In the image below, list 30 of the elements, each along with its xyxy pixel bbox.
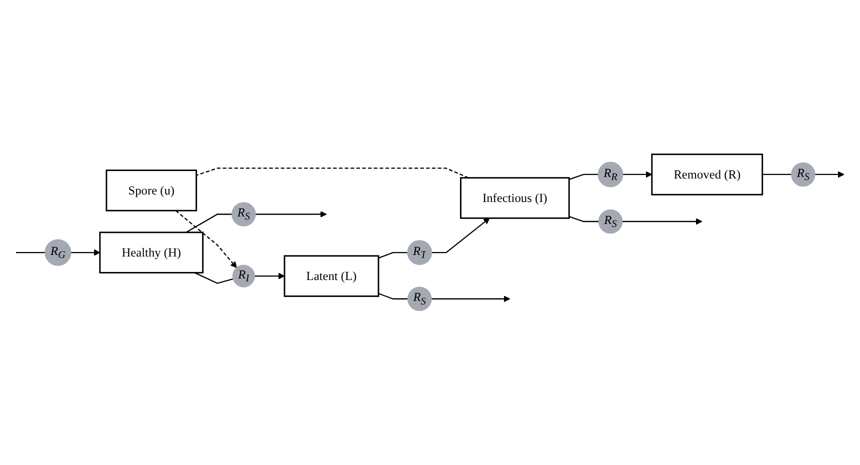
rate-circle: R$_{S}$	[232, 202, 256, 226]
arrow	[255, 211, 327, 218]
rate-circle: R$_{G}$	[44, 239, 72, 266]
arrow	[622, 171, 652, 178]
connector-line	[568, 216, 599, 222]
arrow	[254, 272, 285, 280]
arrow	[432, 218, 490, 254]
connector-line	[378, 292, 408, 300]
rate-circle: R$_{R}$	[598, 162, 624, 188]
connector-line	[762, 174, 792, 176]
rate-circle: R$_{S}$	[791, 162, 816, 187]
arrow	[622, 218, 702, 225]
arrow	[814, 171, 844, 178]
connector-line	[196, 168, 469, 178]
rate-circle: R$_{I}$	[232, 264, 255, 288]
connector-line	[378, 252, 408, 259]
connector-line	[194, 272, 234, 284]
rate-circle: R$_{S}$	[407, 286, 432, 312]
connector-line	[16, 252, 46, 254]
compartment-box: Healthy (H)	[99, 232, 204, 274]
compartment-box: Spore (u)	[106, 170, 198, 212]
compartment-box: Removed (R)	[651, 154, 764, 196]
connector-line	[186, 214, 232, 233]
compartment-box: Infectious (I)	[460, 177, 570, 219]
arrow	[431, 296, 510, 302]
compartment-box: Latent (L)	[284, 255, 380, 297]
rate-circle: R$_{S}$	[598, 209, 623, 234]
connector-line	[568, 174, 598, 180]
arrow	[70, 249, 100, 256]
arrow	[175, 210, 237, 268]
